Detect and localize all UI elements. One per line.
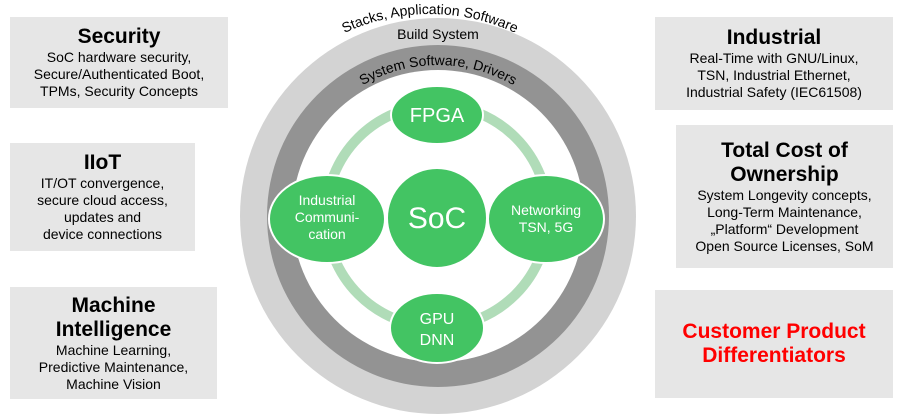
box-line: Predictive Maintenance, bbox=[38, 358, 189, 375]
customer-differentiators-box: Customer Product Differentiators bbox=[655, 290, 893, 398]
networking-node bbox=[487, 174, 605, 264]
box-title: IIoT bbox=[83, 151, 122, 174]
gpu-label: DNN bbox=[420, 332, 455, 349]
outer-ring bbox=[240, 18, 636, 414]
outer-ring-label: Stacks, Application Software bbox=[339, 1, 521, 36]
box-line: Secure/Authenticated Boot, bbox=[33, 66, 205, 82]
box-title: Intelligence bbox=[55, 317, 172, 341]
box-line: secure cloud access, bbox=[37, 192, 168, 208]
fpga-label: FPGA bbox=[410, 105, 465, 127]
industrial-comm-label: Communi- bbox=[295, 209, 360, 225]
box-title: Total Cost of bbox=[721, 138, 848, 162]
box-title: Customer Product bbox=[682, 320, 866, 343]
industrial-comm-label: Industrial bbox=[299, 192, 356, 208]
tco-box: Total Cost of Ownership System Longevity… bbox=[676, 125, 893, 268]
core-area bbox=[292, 70, 584, 362]
soc-node bbox=[386, 167, 488, 269]
industrial-comm-label: cation bbox=[308, 226, 345, 242]
fpga-node bbox=[390, 85, 484, 145]
box-title: Differentiators bbox=[702, 344, 846, 367]
box-line: TPMs, Security Concepts bbox=[40, 83, 198, 99]
box-line: device connections bbox=[42, 226, 163, 242]
box-line: „Platform“ Development bbox=[710, 220, 859, 237]
box-line: TSN, Industrial Ethernet, bbox=[697, 67, 851, 83]
connector-ring bbox=[321, 100, 553, 332]
box-line: Long-Term Maintenance, bbox=[707, 203, 862, 220]
box-title: Ownership bbox=[730, 162, 839, 186]
soc-label: SoC bbox=[408, 202, 466, 235]
box-line: Machine Learning, bbox=[55, 341, 172, 358]
box-line: Open Source Licenses, SoM bbox=[695, 237, 874, 254]
box-title: Industrial bbox=[726, 26, 822, 49]
iiot-box: IIoT IT/OT convergence, secure cloud acc… bbox=[10, 143, 195, 251]
middle-ring-label: Build System bbox=[397, 26, 479, 42]
box-line: SoC hardware security, bbox=[46, 49, 192, 65]
networking-label: TSN, 5G bbox=[519, 219, 573, 235]
box-title: Security bbox=[77, 25, 161, 48]
soc-diagram: FPGA SoC Industrial Communi- cation Netw… bbox=[240, 1, 636, 414]
networking-label: Networking bbox=[511, 202, 581, 218]
industrial-box: Industrial Real-Time with GNU/Linux, TSN… bbox=[655, 17, 893, 110]
gpu-label: GPU bbox=[420, 311, 455, 328]
inner-ring-label: System Software, Drivers bbox=[356, 52, 519, 88]
box-line: Machine Vision bbox=[66, 375, 161, 392]
machine-intelligence-box: Machine Intelligence Machine Learning, P… bbox=[10, 287, 217, 399]
gpu-node bbox=[389, 292, 485, 364]
box-line: System Longevity concepts, bbox=[697, 186, 872, 203]
box-line: Industrial Safety (IEC61508) bbox=[686, 84, 862, 100]
industrial-comm-node bbox=[268, 174, 386, 264]
box-line: IT/OT convergence, bbox=[40, 175, 165, 191]
box-line: updates and bbox=[63, 209, 142, 225]
security-box: Security SoC hardware security, Secure/A… bbox=[10, 17, 228, 108]
box-line: Real-Time with GNU/Linux, bbox=[689, 50, 859, 66]
inner-ring bbox=[267, 45, 609, 387]
box-title: Machine bbox=[71, 293, 156, 317]
